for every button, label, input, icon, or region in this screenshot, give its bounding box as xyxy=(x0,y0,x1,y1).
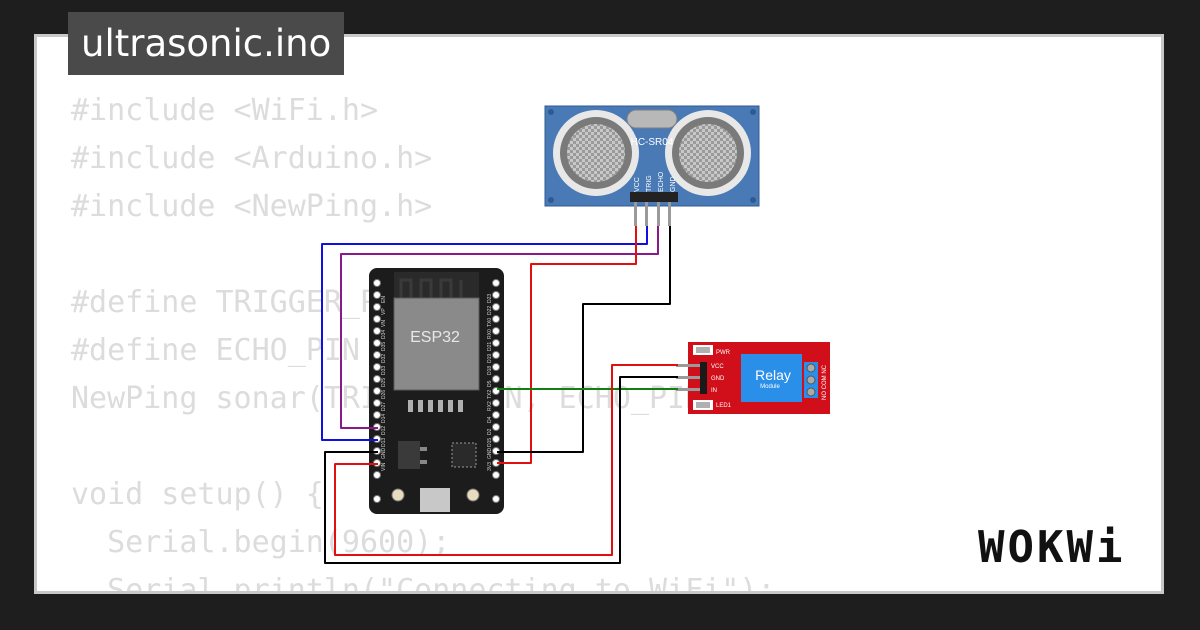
relay-component xyxy=(741,354,802,402)
relay-title: Relay xyxy=(755,367,791,383)
code-line: #include <NewPing.h> xyxy=(71,189,433,224)
esp32-pin-label: D33 xyxy=(381,366,387,375)
esp32-pin-label: VP xyxy=(381,308,387,315)
esp32-pin-label: VIN xyxy=(381,462,387,471)
esp32-pin-label: EN xyxy=(381,296,387,303)
esp32-pin-label: D19 xyxy=(487,354,493,363)
esp32-pin-label: TX0 xyxy=(487,318,493,327)
esp32-pads xyxy=(408,400,463,412)
wokwi-logo: WOKWi xyxy=(978,522,1126,573)
wire-trig[interactable] xyxy=(321,226,648,441)
esp32-pin-label: D14 xyxy=(381,414,387,423)
esp32-pin-label: GND xyxy=(381,448,387,460)
wire-gnd-sensor[interactable] xyxy=(497,226,671,453)
sensor-pin-label: VCC xyxy=(634,177,641,192)
esp32-pin-label: D27 xyxy=(381,402,387,411)
esp32-pin-label: D25 xyxy=(381,378,387,387)
boot-button[interactable] xyxy=(391,488,405,502)
sensor-pin-label: GND xyxy=(670,176,677,192)
esp32-pin-label: 3V3 xyxy=(487,462,493,471)
wire-relay-gnd[interactable] xyxy=(324,376,678,564)
esp32-pin-label: D2 xyxy=(487,428,493,435)
esp32-pin-label: D32 xyxy=(381,354,387,363)
code-line: #define ECHO_PIN 1 xyxy=(71,333,397,368)
ultrasonic-transducer-right xyxy=(665,110,751,196)
esp32-pin-label: D12 xyxy=(381,426,387,435)
sensor-label: HC-SR04 xyxy=(631,137,674,148)
relay-pin-label: VCC xyxy=(711,364,724,370)
sensor-pin-label: TRIG xyxy=(646,175,653,192)
wire-echo[interactable] xyxy=(340,226,659,429)
voltage-regulator xyxy=(398,441,427,469)
pwr-led-label: PWR xyxy=(716,350,731,356)
esp32-pin-label: RX0 xyxy=(487,329,493,339)
esp32-pin-label: D18 xyxy=(487,366,493,375)
screw-terminal xyxy=(804,362,818,398)
wire-relay-vcc[interactable] xyxy=(334,364,678,556)
sensor-pin-label: ECHO xyxy=(658,171,665,192)
sensor-header-pins xyxy=(630,192,678,226)
esp32-pin-label: D23 xyxy=(487,294,493,303)
wire-vcc[interactable] xyxy=(497,226,637,464)
esp32-pin-label: D35 xyxy=(381,342,387,351)
reset-button[interactable] xyxy=(466,488,480,502)
esp32-pin-label: D13 xyxy=(381,438,387,447)
hc-sr04-sensor[interactable]: HC-SR04 VCC TRIG ECHO GND xyxy=(544,105,760,226)
esp32-pin-label: RX2 xyxy=(487,401,493,411)
esp32-pin-label: D21 xyxy=(487,342,493,351)
esp32-pin-label: D22 xyxy=(487,306,493,315)
micro-usb-port xyxy=(420,488,450,512)
usb-chip xyxy=(451,442,477,468)
esp32-left-pin-holes xyxy=(373,279,381,503)
relay-subtitle: Module xyxy=(760,384,780,390)
esp32-pin-label: VN xyxy=(381,320,387,327)
code-line: Serial.println("Connecting to WiFi"); xyxy=(71,573,776,594)
esp32-pin-label: D34 xyxy=(381,330,387,339)
terminal-labels: NO COM NC xyxy=(822,364,828,400)
esp32-right-pin-holes xyxy=(492,279,500,503)
relay-pin-label: IN xyxy=(711,388,717,394)
esp32-pin-label: D5 xyxy=(487,380,493,387)
esp32-pin-label: TX2 xyxy=(487,390,493,399)
led1-label: LED1 xyxy=(716,403,732,409)
esp32-pin-label: D26 xyxy=(381,390,387,399)
code-line: #include <Arduino.h> xyxy=(71,141,433,176)
esp32-board[interactable]: ESP32 xyxy=(369,268,504,514)
relay-header-pins xyxy=(676,364,700,391)
esp32-pin-label: D15 xyxy=(487,438,493,447)
code-line: void setup() { xyxy=(71,477,324,512)
esp32-pin-label: D4 xyxy=(487,416,493,423)
relay-module[interactable]: PWR LED1 VCC GND IN Relay Module NO COM … xyxy=(676,342,830,414)
esp32-label: ESP32 xyxy=(410,329,460,346)
esp32-pin-label: GND xyxy=(487,448,493,460)
code-line: #include <WiFi.h> xyxy=(71,93,379,128)
sketch-title: ultrasonic.ino xyxy=(68,12,345,75)
ultrasonic-transducer-left xyxy=(553,110,639,196)
relay-pin-label: GND xyxy=(711,376,725,382)
